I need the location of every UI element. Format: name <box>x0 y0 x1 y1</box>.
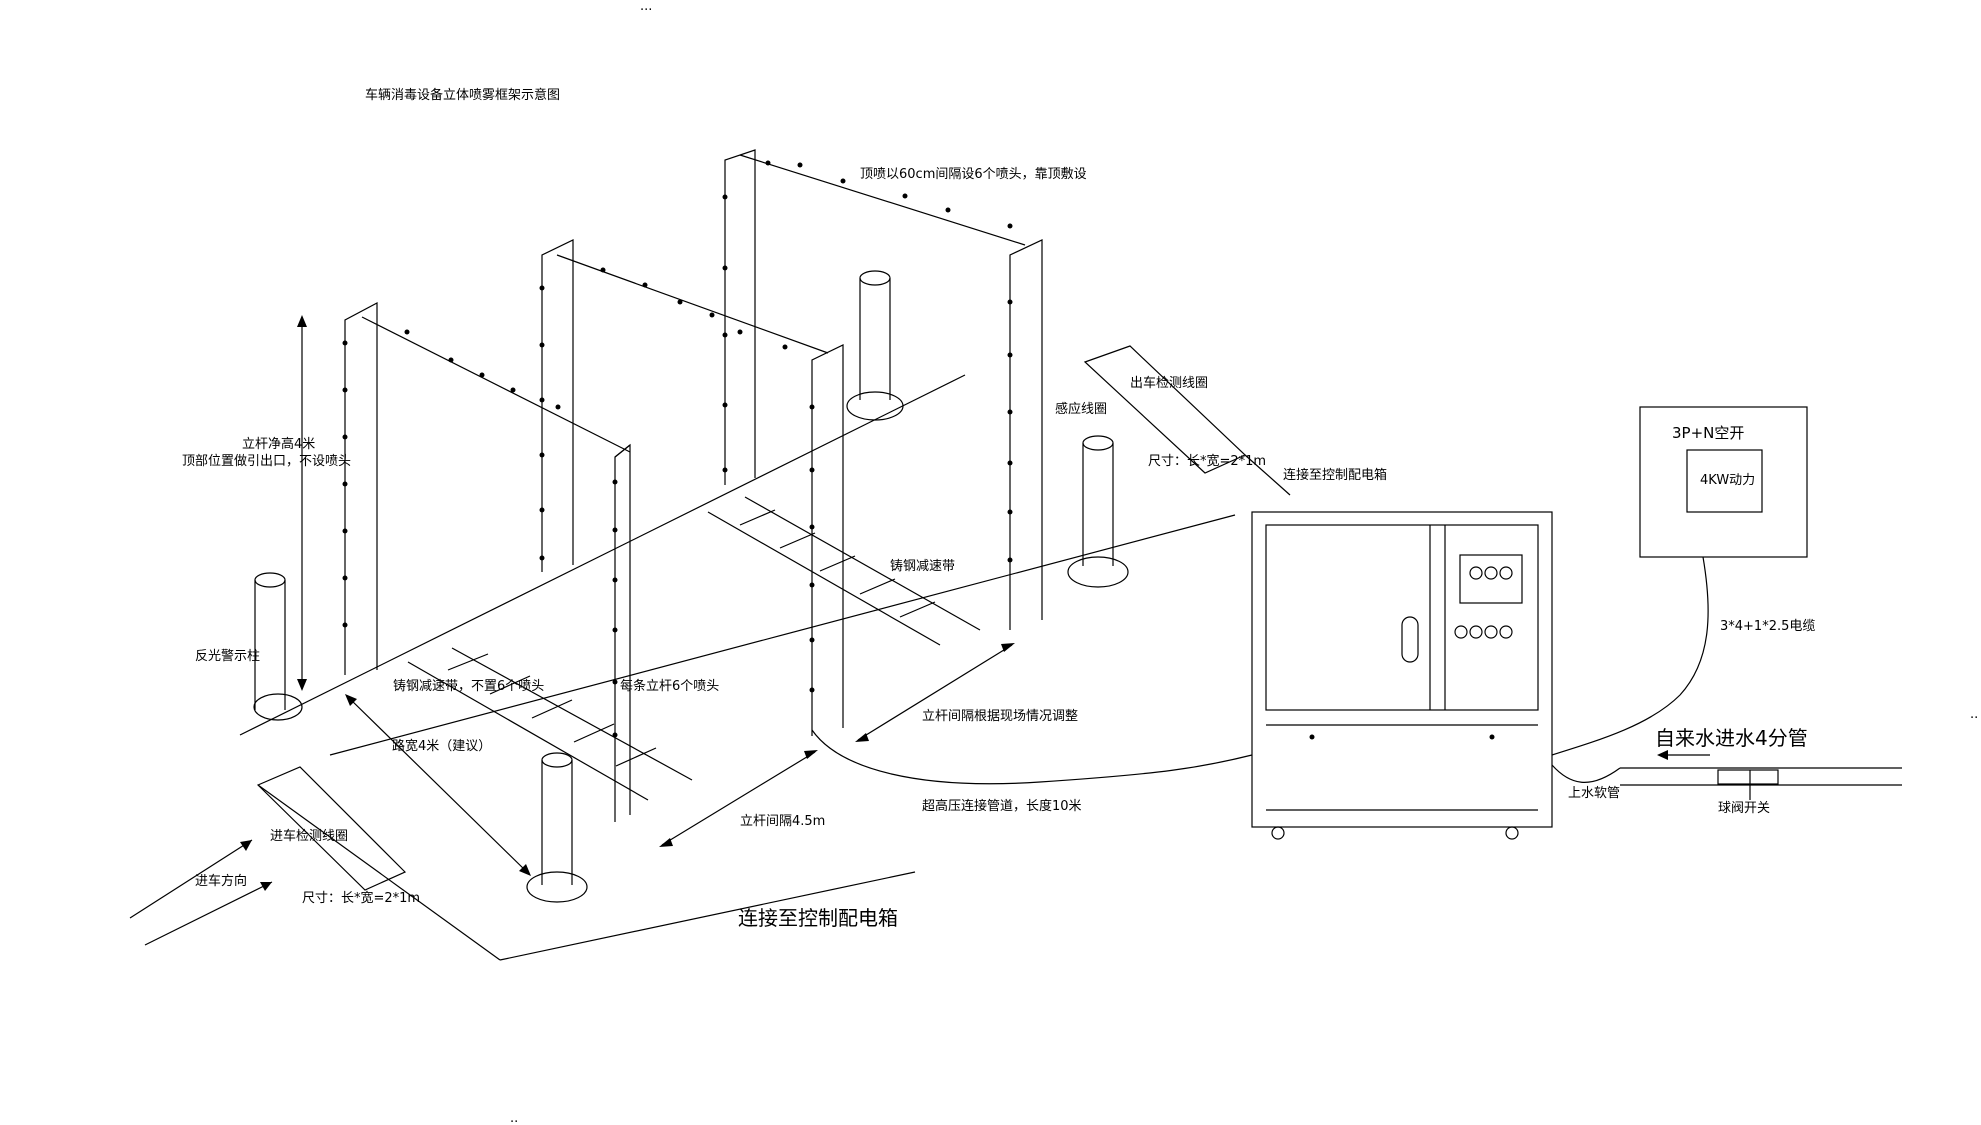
diagram-title: 车辆消毒设备立体喷雾框架示意图 <box>365 87 560 103</box>
label-hp-pipe: 超高压连接管道，长度10米 <box>922 798 1082 814</box>
nozzles-back <box>722 160 1013 563</box>
breaker-box <box>1639 406 1808 558</box>
road <box>239 374 1236 961</box>
label-pole-height: 立杆净高4米 <box>242 436 315 452</box>
bottom-dots: ·· <box>510 1115 518 1125</box>
pole-spacing-dimension <box>659 750 818 847</box>
label-entry-direction: 进车方向 <box>195 873 247 889</box>
label-entry-size: 尺寸：长*宽=2*1m <box>302 890 420 906</box>
breaker-power: 4KW动力 <box>1700 473 1755 488</box>
road-width-dimension <box>345 694 531 876</box>
top-dots: ··· <box>640 3 652 18</box>
exit-loop <box>1083 345 1291 496</box>
label-top-spray: 顶喷以60cm间隔设6个喷头，靠顶敷设 <box>860 167 1087 182</box>
label-entry-loop: 进车检测线圈 <box>270 828 348 844</box>
label-ball-valve: 球阀开关 <box>1718 801 1770 816</box>
control-cabinet <box>1251 511 1553 840</box>
label-road-width: 路宽4米（建议） <box>392 738 491 754</box>
pole-height-dimension <box>297 315 307 691</box>
reflective-post-1 <box>253 572 303 721</box>
speed-bump-right <box>707 496 981 646</box>
right-dots: ·· <box>1970 711 1978 726</box>
label-exit-loop: 出车检测线圈 <box>1130 375 1208 391</box>
entry-loop <box>256 766 407 891</box>
spray-frame-middle <box>539 239 844 736</box>
power-cable <box>1551 556 1709 756</box>
reflective-post-4 <box>1067 435 1129 588</box>
label-pole-6-nozzles: 每条立杆6个喷头 <box>620 678 719 694</box>
nozzles-middle <box>539 267 815 693</box>
label-induction-loop: 感应线圈 <box>1055 401 1107 417</box>
speed-bump-left <box>407 647 693 801</box>
label-cast-steel-bump-right: 铸钢减速带 <box>890 558 955 574</box>
label-cable: 3*4+1*2.5电缆 <box>1720 618 1815 634</box>
entry-direction-arrow <box>129 839 273 946</box>
reflective-post-3 <box>846 270 904 421</box>
spray-frame-front <box>342 302 631 822</box>
label-connect-box-bottom: 连接至控制配电箱 <box>738 906 898 930</box>
pole-spacing-adjust-dimension <box>855 643 1015 742</box>
high-pressure-pipe <box>811 729 1253 785</box>
label-pole-spacing-adjust: 立杆间隔根据现场情况调整 <box>922 709 1078 724</box>
label-hose: 上水软管 <box>1568 786 1620 801</box>
label-pole-top-note: 顶部位置做引出口，不设喷头 <box>182 454 351 469</box>
label-pole-spacing: 立杆间隔4.5m <box>740 814 825 829</box>
nozzles-front <box>342 329 618 738</box>
label-reflective-post: 反光警示柱 <box>195 648 260 664</box>
reflective-post-2 <box>526 752 588 903</box>
spray-frame-back <box>722 149 1043 630</box>
label-connect-box-top: 连接至控制配电箱 <box>1283 467 1387 483</box>
water-supply-pipe <box>1551 750 1902 800</box>
label-exit-size: 尺寸：长*宽=2*1m <box>1148 453 1266 469</box>
breaker-title: 3P+N空开 <box>1672 424 1744 442</box>
label-cast-steel-bump-left: 铸钢减速带，不置6个喷头 <box>393 678 544 694</box>
label-tap-water: 自来水进水4分管 <box>1655 726 1808 750</box>
